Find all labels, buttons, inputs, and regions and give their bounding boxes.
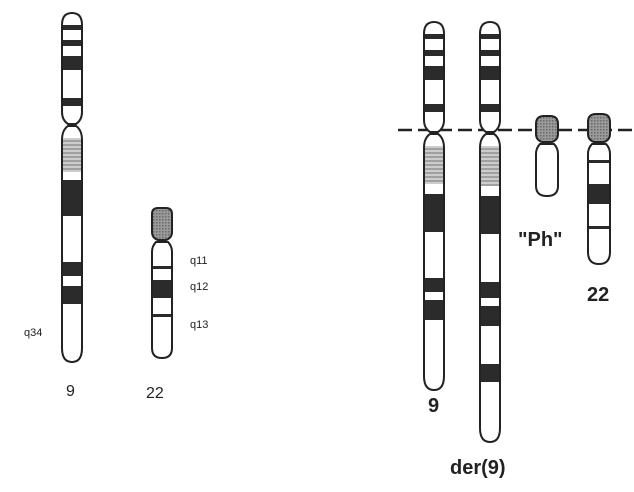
r-chr9-p-band (425, 50, 443, 56)
der9-heterochromatin (481, 146, 499, 186)
left-chromosome-9 (62, 13, 82, 362)
chr9-q-band (63, 262, 81, 276)
der9-q-band (481, 282, 499, 298)
r-chr9-p-band (425, 66, 443, 80)
right-chromosome-22 (588, 114, 610, 264)
chr22-band-label-q11: q11 (190, 255, 208, 267)
r-chr22-q-band (589, 160, 609, 163)
r-chr22-q-band (589, 184, 609, 204)
chr22-p-arm (152, 208, 172, 240)
der9-q-band (481, 196, 499, 234)
der9-label: der(9) (450, 457, 506, 479)
chr9-q-band (63, 286, 81, 304)
der9-p-band (481, 50, 499, 56)
r-chr22-label: 22 (587, 284, 609, 306)
der9-q-band (481, 306, 499, 326)
r-chr9-label: 9 (428, 395, 439, 417)
r-chr9-p-band (425, 104, 443, 112)
r-chr9-q-band (425, 278, 443, 292)
philadelphia-chromosome (536, 116, 558, 196)
chr22-q-band (153, 314, 171, 317)
r-chr9-p-band (425, 34, 443, 39)
ph-q-arm (536, 144, 558, 196)
r-chr9-q-band (425, 194, 443, 232)
left-chromosome-22 (152, 208, 172, 358)
chr9-q-band (63, 180, 81, 216)
chr9-p-band (63, 56, 81, 70)
der9-q-band (481, 364, 499, 382)
chr9-p-band (63, 40, 81, 46)
der9-p-band (481, 34, 499, 39)
chr22-q-arm (152, 242, 172, 358)
chr9-p-band (63, 25, 81, 30)
der9-p-band (481, 104, 499, 112)
chr22-label: 22 (146, 385, 164, 402)
ph-p-arm (536, 116, 558, 142)
r-chr9-heterochromatin (425, 146, 443, 184)
chr9-label: 9 (66, 383, 75, 400)
chr9-band-label: q34 (24, 327, 42, 339)
chr22-band-label-q13: q13 (190, 319, 208, 331)
chr9-p-band (63, 98, 81, 106)
chr9-heterochromatin (63, 138, 81, 172)
philadelphia-label: "Ph" (518, 229, 563, 251)
der9-p-band (481, 66, 499, 80)
right-chromosome-9 (424, 22, 444, 390)
r-chr22-q-band (589, 226, 609, 229)
chr22-q-band (153, 266, 171, 269)
chr22-q-band (153, 280, 171, 298)
r-chr9-q-band (425, 300, 443, 320)
derivative-chromosome-9 (480, 22, 500, 442)
chr22-band-label-q12: q12 (190, 281, 208, 293)
r-chr22-p-arm (588, 114, 610, 142)
